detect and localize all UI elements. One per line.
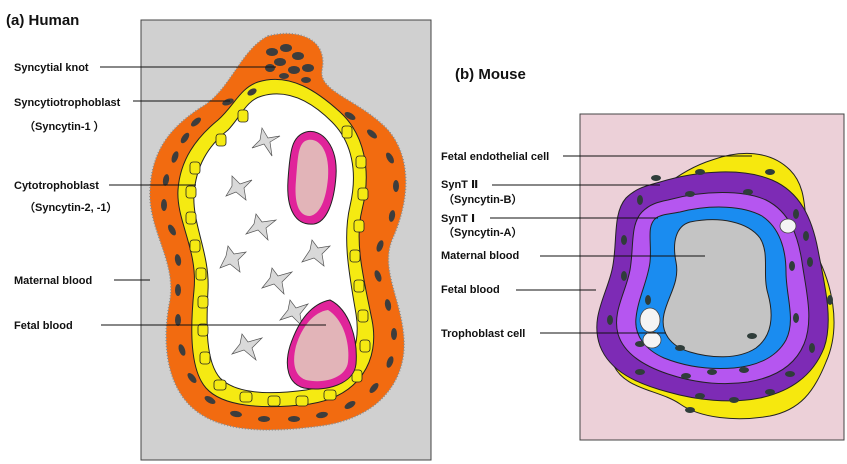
label-trophoblast-cell: Trophoblast cell xyxy=(441,328,525,340)
label-syncytin-a: （Syncytin-A） xyxy=(443,226,522,239)
label-syncytin-b: （Syncytin-B） xyxy=(443,193,522,206)
label-mouse-fetal-blood: Fetal blood xyxy=(441,284,500,296)
label-synt1: SynT Ⅰ xyxy=(441,213,475,225)
label-fetal-endothelial: Fetal endothelial cell xyxy=(441,151,549,163)
label-syncytin-2: （Syncytin-2, -1） xyxy=(24,201,118,214)
label-mouse-maternal-blood: Maternal blood xyxy=(441,250,519,262)
label-syncytiotrophoblast: Syncytiotrophoblast xyxy=(14,97,121,109)
label-syncytial-knot: Syncytial knot xyxy=(14,62,89,74)
label-syncytin-1: （Syncytin-1 ） xyxy=(24,120,105,133)
label-human-maternal-blood: Maternal blood xyxy=(14,275,92,287)
human-panel-title: (a) Human xyxy=(6,12,79,29)
label-human-fetal-blood: Fetal blood xyxy=(14,320,73,332)
mouse-panel-title: (b) Mouse xyxy=(455,66,526,83)
label-synt2: SynT Ⅱ xyxy=(441,179,478,191)
label-cytotrophoblast: Cytotrophoblast xyxy=(14,180,99,192)
